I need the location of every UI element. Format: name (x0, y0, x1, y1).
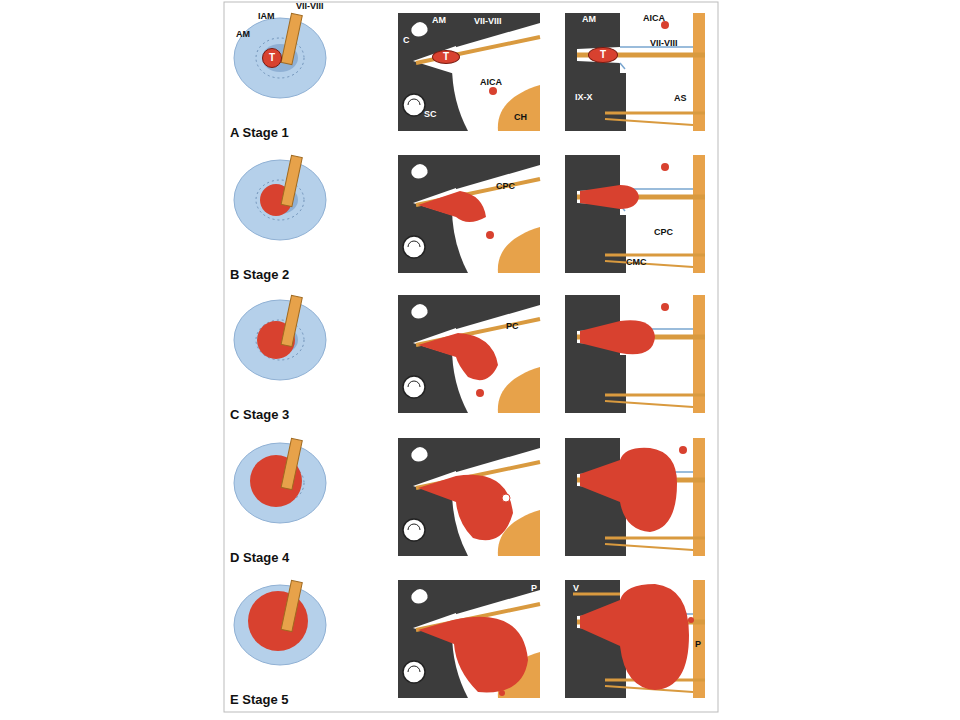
stage-label: C Stage 3 (230, 408, 289, 422)
tumor-shape: T (432, 50, 460, 64)
anatomy-label: AM (432, 16, 446, 26)
anatomy-label: CPC (496, 182, 515, 192)
tumor-letter: T (269, 53, 275, 63)
tumor-letter: T (443, 52, 449, 62)
anatomy-label: VII-VIII (650, 39, 678, 49)
anatomy-label: C (403, 36, 410, 46)
anatomy-label: P (695, 640, 701, 650)
anatomy-label: AICA (480, 78, 502, 88)
anatomy-label: IAM (258, 12, 275, 22)
anatomy-label: AM (236, 30, 250, 40)
stage-label: D Stage 4 (230, 551, 289, 565)
anatomy-label: SC (424, 110, 437, 120)
anatomy-label: AS (674, 94, 687, 104)
anatomy-label: AICA (643, 14, 665, 24)
anatomy-label: P (531, 584, 537, 594)
anatomy-label: PC (506, 322, 519, 332)
anatomy-label: VII-VIII (296, 2, 324, 12)
stage-label: E Stage 5 (230, 693, 289, 707)
anatomy-label: IX-X (575, 93, 593, 103)
anatomy-label: VII-VIII (474, 17, 502, 27)
anatomy-label: V (573, 584, 579, 594)
stage-label: B Stage 2 (230, 268, 289, 282)
anatomy-label: CH (514, 113, 527, 123)
tumor-shape: T (588, 47, 618, 63)
tumor-shape: T (262, 48, 282, 68)
anatomy-label: CPC (654, 228, 673, 238)
stage-label: A Stage 1 (230, 126, 289, 140)
tumor-letter: T (600, 50, 606, 60)
anatomy-label: CMC (626, 258, 647, 268)
anatomy-label: AM (582, 15, 596, 25)
